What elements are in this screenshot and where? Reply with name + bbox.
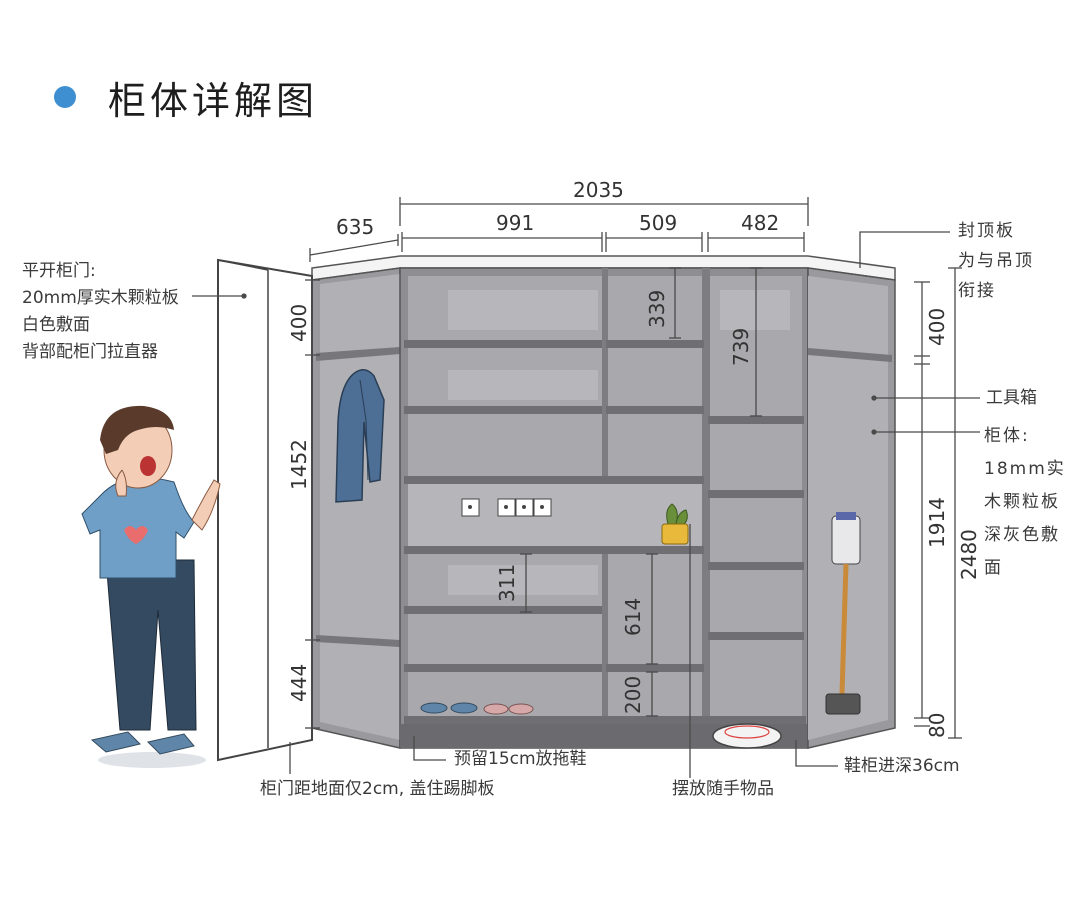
- coat-icon: [335, 369, 385, 503]
- shelf: [606, 340, 704, 348]
- dim-inner-739: 739: [729, 328, 753, 366]
- leader-lines: [192, 231, 980, 778]
- shelf: [708, 562, 804, 570]
- dim-left-middle: 1452: [287, 439, 311, 490]
- dim-right-top: 400: [925, 308, 949, 346]
- dim-total-width: 2035: [573, 178, 624, 202]
- socket-compartment: [408, 480, 702, 546]
- right-shelf: [808, 348, 892, 362]
- light-patch: [720, 290, 790, 330]
- dimension-labels: 2035 635 991 509 482 400 1452 444 339 73…: [287, 178, 981, 738]
- top-board-annotation-line: 衔接: [958, 281, 996, 301]
- items-space-annotation: 摆放随手物品: [672, 779, 774, 799]
- divider: [702, 268, 710, 740]
- dim-section-1: 991: [496, 211, 534, 235]
- dim-left-bottom: 444: [287, 664, 311, 702]
- slippers-icon: [420, 702, 534, 715]
- slipper-space-annotation: 预留15cm放拖鞋: [454, 749, 587, 769]
- left-side-interior: [320, 274, 400, 740]
- dim-section-3: 482: [741, 211, 779, 235]
- left-shelf-2: [316, 635, 400, 647]
- toolbox-annotation: 工具箱: [986, 388, 1037, 408]
- dim-right-total: 2480: [957, 529, 981, 580]
- door-annotation: 平开柜门: 20mm厚实木颗粒板 白色敷面 背部配柜门拉直器: [22, 258, 179, 366]
- left-shelf-1: [316, 347, 400, 361]
- door-annotation-line: 平开柜门:: [22, 261, 96, 281]
- dim-left-depth: 635: [336, 215, 374, 239]
- socket-icon: [461, 498, 552, 517]
- shelf: [708, 416, 804, 424]
- shelf: [404, 546, 704, 554]
- cabinet: [311, 255, 896, 749]
- page-title: 柜体详解图: [108, 78, 319, 123]
- body-annotation-line: 深灰色敷: [984, 525, 1060, 545]
- shelf: [404, 476, 704, 484]
- dim-inner-614: 614: [621, 598, 645, 636]
- title-row: 柜体详解图: [54, 72, 319, 123]
- body-annotation-line: 面: [984, 558, 1003, 578]
- dimension-lines: [305, 197, 962, 739]
- shelf: [404, 406, 602, 414]
- dim-inner-311: 311: [495, 564, 519, 602]
- shelf: [404, 664, 602, 672]
- door-annotation-line: 背部配柜门拉直器: [22, 342, 158, 362]
- plant-icon: [661, 503, 689, 545]
- body-annotation-line: 18mm实: [984, 459, 1066, 479]
- body-annotation-line: 木颗粒板: [984, 492, 1060, 512]
- depth-annotation: 鞋柜进深36cm: [844, 756, 960, 776]
- person-icon: [81, 405, 221, 768]
- dim-right-middle: 1914: [925, 497, 949, 548]
- light-patch: [448, 370, 598, 400]
- title-bullet-icon: [54, 86, 76, 108]
- door-annotation-line: 白色敷面: [22, 315, 90, 335]
- vacuum-icon: [825, 512, 861, 715]
- top-board-annotation-line: 封顶板: [958, 221, 1015, 241]
- door-annotation-line: 20mm厚实木颗粒板: [22, 288, 179, 308]
- top-board-annotation-line: 为与吊顶: [958, 251, 1034, 271]
- shelf: [404, 716, 806, 724]
- light-patch: [448, 290, 598, 330]
- dim-right-bottom: 80: [925, 713, 949, 738]
- light-patch: [448, 565, 598, 595]
- dim-section-2: 509: [639, 211, 677, 235]
- dim-inner-339: 339: [645, 290, 669, 328]
- robot-vacuum-icon: [712, 723, 782, 749]
- shelf: [606, 406, 704, 414]
- shelf: [708, 490, 804, 498]
- shelf: [606, 664, 704, 672]
- right-side-interior: [808, 276, 888, 740]
- dim-inner-200: 200: [621, 676, 645, 714]
- door-gap-annotation: 柜门距地面仅2cm, 盖住踢脚板: [260, 779, 495, 799]
- shelf: [404, 606, 602, 614]
- dim-left-top: 400: [287, 304, 311, 342]
- body-annotation-line: 柜体:: [984, 426, 1030, 446]
- open-door: [217, 258, 313, 762]
- shelf: [404, 340, 602, 348]
- body-annotation: 柜体: 18mm实 木颗粒板 深灰色敷 面: [984, 420, 1066, 585]
- shelf: [708, 632, 804, 640]
- top-board-annotation: 封顶板 为与吊顶 衔接: [958, 216, 1034, 306]
